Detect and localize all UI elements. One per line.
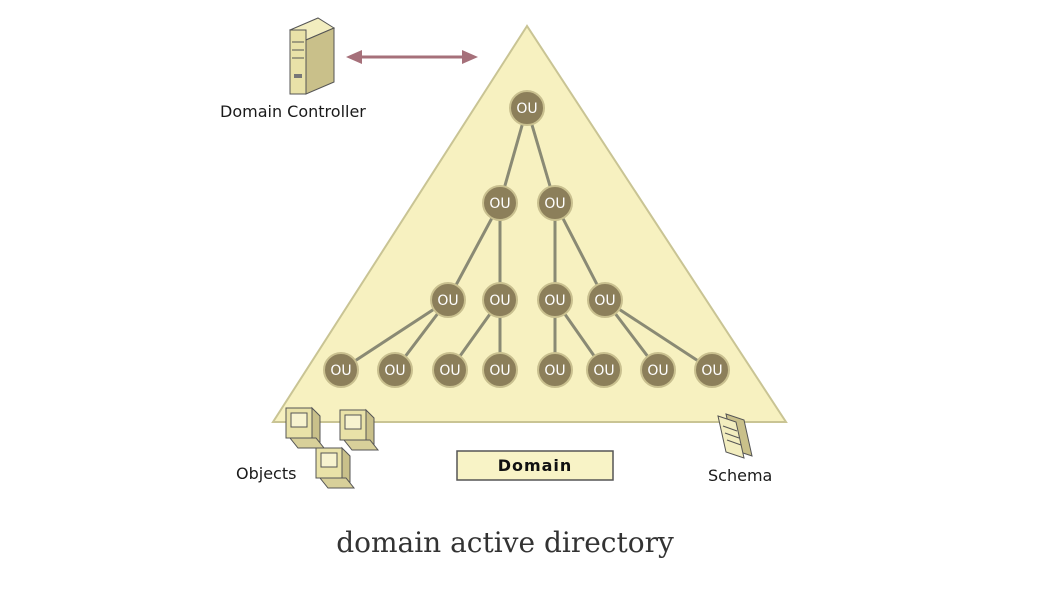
double-arrow-icon: [346, 50, 478, 64]
ou-node-label: OU: [544, 363, 565, 379]
diagram-caption: domain active directory: [336, 526, 674, 559]
ou-node-label: OU: [330, 363, 351, 379]
ou-node-circle: [377, 352, 413, 388]
ou-node-circle: [482, 185, 518, 221]
ou-node: OU: [509, 90, 545, 126]
ou-node-label: OU: [439, 363, 460, 379]
server-icon: [288, 17, 336, 95]
domain-label: Domain: [498, 456, 573, 475]
ou-node: OU: [432, 352, 468, 388]
ou-node-circle: [640, 352, 676, 388]
ou-node: OU: [640, 352, 676, 388]
ou-node-circle: [586, 352, 622, 388]
ou-node-circle: [694, 352, 730, 388]
domain-controller-label: Domain Controller: [220, 102, 366, 121]
ou-node: OU: [323, 352, 359, 388]
ou-edge: [446, 202, 502, 301]
ou-node-label: OU: [647, 363, 668, 379]
ou-tree-nodes: OU OU OU OU OU OU OU OU OU OU OU OU OU OU OU: [323, 90, 730, 388]
ou-node: OU: [586, 352, 622, 388]
ou-node-label: OU: [489, 196, 510, 212]
ou-node: OU: [694, 352, 730, 388]
ou-node-circle: [482, 352, 518, 388]
computer-icon: [315, 446, 356, 489]
ou-node: OU: [482, 352, 518, 388]
ou-node: OU: [537, 282, 573, 318]
ou-node-circle: [537, 282, 573, 318]
computer-icon: [339, 408, 380, 451]
ou-node-label: OU: [544, 293, 565, 309]
ou-node-circle: [432, 352, 468, 388]
ou-node-circle: [430, 282, 466, 318]
ou-edge: [553, 202, 607, 301]
ou-node-label: OU: [594, 293, 615, 309]
ou-node: OU: [482, 282, 518, 318]
ou-node-label: OU: [516, 101, 537, 117]
ou-node-label: OU: [489, 363, 510, 379]
domain-label-box: [456, 450, 614, 481]
ou-node-circle: [537, 352, 573, 388]
ou-node-circle: [587, 282, 623, 318]
document-icon: [717, 413, 753, 459]
ou-node-label: OU: [593, 363, 614, 379]
ou-node: OU: [482, 185, 518, 221]
ou-node-circle: [537, 185, 573, 221]
computer-icon: [285, 406, 326, 449]
objects-label: Objects: [236, 464, 296, 483]
ou-edge: [340, 298, 449, 372]
ou-node-circle: [323, 352, 359, 388]
ou-node-label: OU: [544, 196, 565, 212]
ou-node-circle: [482, 282, 518, 318]
ou-node: OU: [537, 352, 573, 388]
ou-node-label: OU: [437, 293, 458, 309]
ou-edge: [604, 298, 713, 372]
ou-node: OU: [537, 185, 573, 221]
ou-node: OU: [430, 282, 466, 318]
ou-node: OU: [587, 282, 623, 318]
ou-node-label: OU: [384, 363, 405, 379]
ou-node-label: OU: [489, 293, 510, 309]
ou-node-label: OU: [701, 363, 722, 379]
schema-label: Schema: [708, 466, 772, 485]
domain-triangle: [271, 24, 788, 423]
ou-node-circle: [509, 90, 545, 126]
ou-node: OU: [377, 352, 413, 388]
